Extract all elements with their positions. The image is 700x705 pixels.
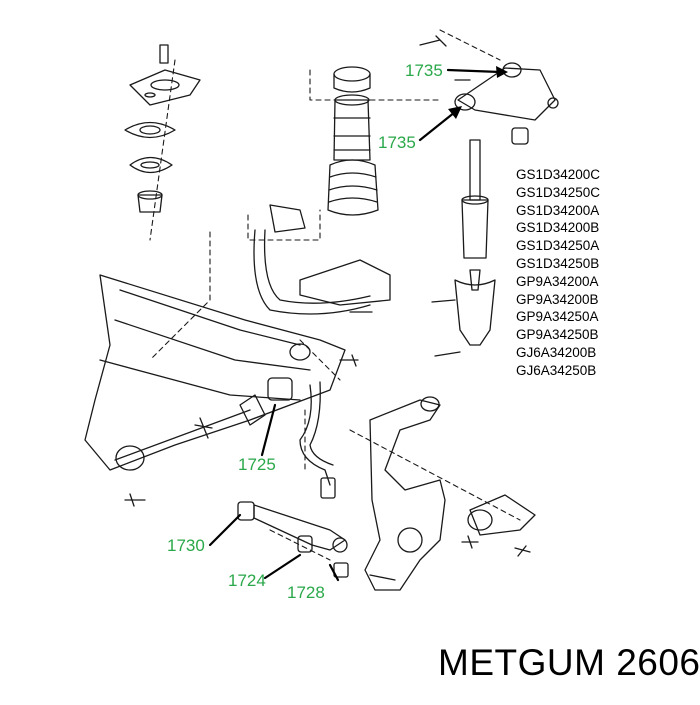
steering-knuckle [364,396,446,591]
part-number: GS1D34200C [516,167,601,182]
callout-label: 1725 [238,455,276,474]
part-number: GS1D34250B [516,255,600,271]
part-number: GP9A34200A [516,273,599,289]
shock-absorber [431,139,496,357]
upper-control-arm [419,35,559,145]
callout-label: 1735 [405,61,443,80]
callout-1724: 1724 [228,572,266,589]
part-number: GS1D34250A [516,238,600,254]
ball-joint [461,494,536,557]
callout-1730: 1730 [167,537,205,554]
callout-1728: 1728 [287,584,325,601]
callout-1735-upper: 1735 [405,62,443,79]
dust-boot-assembly [327,66,379,216]
part-number: GP9A34200B [516,291,599,307]
callout-label: 1724 [228,571,266,590]
part-number: GJ6A34250B [516,362,597,378]
callout-label: 1728 [287,583,325,602]
leader-arrowheads [448,66,508,119]
part-number: GP9A34250B [516,327,599,343]
strut-top-mount [124,44,201,213]
front-subframe [84,274,359,507]
oem-part-number-list: GS1D34200C GS1D34250C GS1D34200A GS1D342… [516,166,600,380]
brand-caption: METGUM 2606 [438,642,700,683]
part-number: GS1D34250C [516,184,601,200]
leader-lines [208,68,502,582]
part-number: GS1D34200A [516,202,600,218]
part-number: GS1D34200B [516,220,600,236]
tension-rod [267,377,336,499]
callout-1735-lower: 1735 [378,134,416,151]
stabilizer-bar [253,204,391,315]
part-number: GJ6A34200B [516,344,597,360]
lower-control-arm [237,501,349,578]
callout-1725: 1725 [238,456,276,473]
callout-label: 1730 [167,536,205,555]
part-number: GP9A34250A [516,309,599,325]
callout-label: 1735 [378,133,416,152]
